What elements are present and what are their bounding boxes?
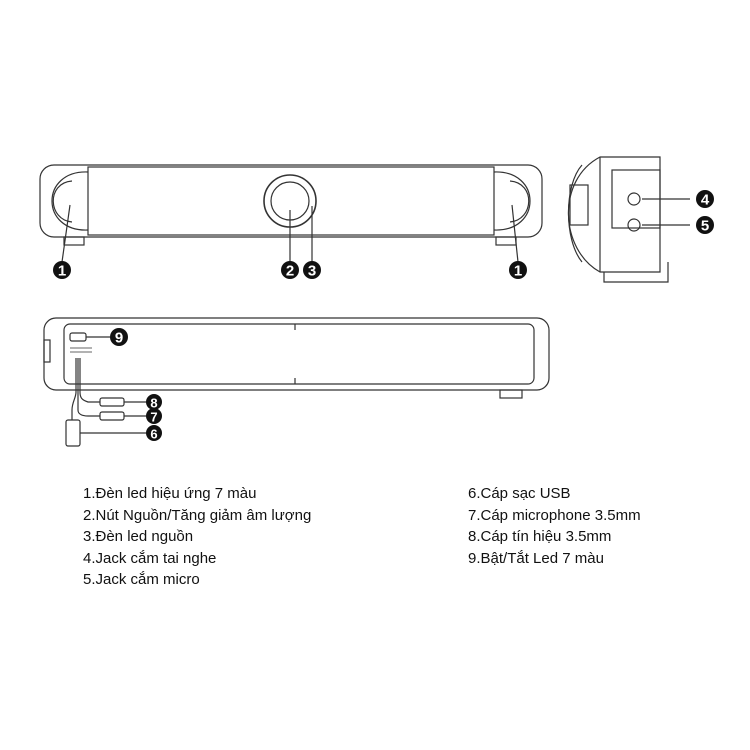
- right-led-ring: [493, 171, 531, 231]
- side-back-cap: [569, 184, 589, 226]
- front-foot-left: [63, 236, 85, 246]
- front-view: [39, 164, 543, 263]
- side-view: [567, 156, 690, 283]
- legend-item-6: 6.Cáp sạc USB: [468, 485, 571, 502]
- callout-7-label: 7: [150, 410, 157, 425]
- callout-8: [146, 394, 162, 410]
- callout-5: [696, 216, 714, 234]
- signal-plug: [99, 397, 125, 407]
- back-foot: [499, 389, 523, 399]
- legend-item-8: 8.Cáp tín hiệu 3.5mm: [468, 528, 612, 545]
- legend-item-9: 9.Bật/Tắt Led 7 màu: [468, 549, 604, 567]
- legend-item-2: 2.Nút Nguồn/Tăng giảm âm lượng: [83, 506, 312, 524]
- front-inner-panel: [87, 166, 495, 236]
- callout-4-label: 4: [701, 192, 710, 209]
- side-body-outline: [567, 156, 661, 273]
- left-led-ring-inner: [52, 180, 73, 223]
- callout-1-right-label: 1: [514, 263, 522, 280]
- cable-bundle: [71, 358, 77, 420]
- legend-item-7: 7.Cáp microphone 3.5mm: [468, 506, 641, 524]
- led-switch-button: [69, 332, 87, 342]
- callout-4: [696, 190, 714, 208]
- legend-right: 6.Cáp sạc USB 7.Cáp microphone 3.5mm 8.C…: [468, 483, 641, 569]
- callout-2: [281, 261, 299, 279]
- side-body-curve: [568, 164, 583, 263]
- mic-plug: [99, 411, 125, 421]
- callout-3: [303, 261, 321, 279]
- callout-8-label: 8: [150, 396, 157, 411]
- callout-9: [110, 328, 128, 346]
- front-foot-right: [495, 236, 517, 246]
- mic-jack: [627, 218, 641, 232]
- callout-1-left: [53, 261, 71, 279]
- legend-item-4: 4.Jack cắm tai nghe: [83, 549, 217, 567]
- callout-6: [146, 425, 162, 441]
- back-side-port: [43, 339, 51, 363]
- headphone-jack: [627, 192, 641, 206]
- callout-6-label: 6: [150, 427, 157, 442]
- side-foot: [603, 262, 669, 283]
- legend-left: 1.Đèn led hiệu ứng 7 màu 2.Nút Nguồn/Tăn…: [83, 483, 311, 591]
- callout-2-label: 2: [286, 263, 294, 280]
- right-led-ring-inner: [509, 180, 530, 223]
- legend-item-5: 5.Jack cắm micro: [83, 571, 200, 588]
- callout-1-right: [509, 261, 527, 279]
- back-inner-panel: [63, 323, 535, 385]
- front-body: [39, 164, 543, 238]
- legend-item-3: 3.Đèn led nguồn: [83, 528, 194, 545]
- callout-3-label: 3: [308, 263, 316, 280]
- callout-7: [146, 408, 162, 424]
- legend-item-1: 1.Đèn led hiệu ứng 7 màu: [83, 485, 257, 502]
- back-view: [43, 317, 550, 447]
- callout-5-label: 5: [701, 218, 709, 235]
- callout-1-left-label: 1: [58, 263, 66, 280]
- callout-9-label: 9: [115, 330, 123, 347]
- left-led-ring: [51, 171, 89, 231]
- usb-plug: [65, 419, 81, 447]
